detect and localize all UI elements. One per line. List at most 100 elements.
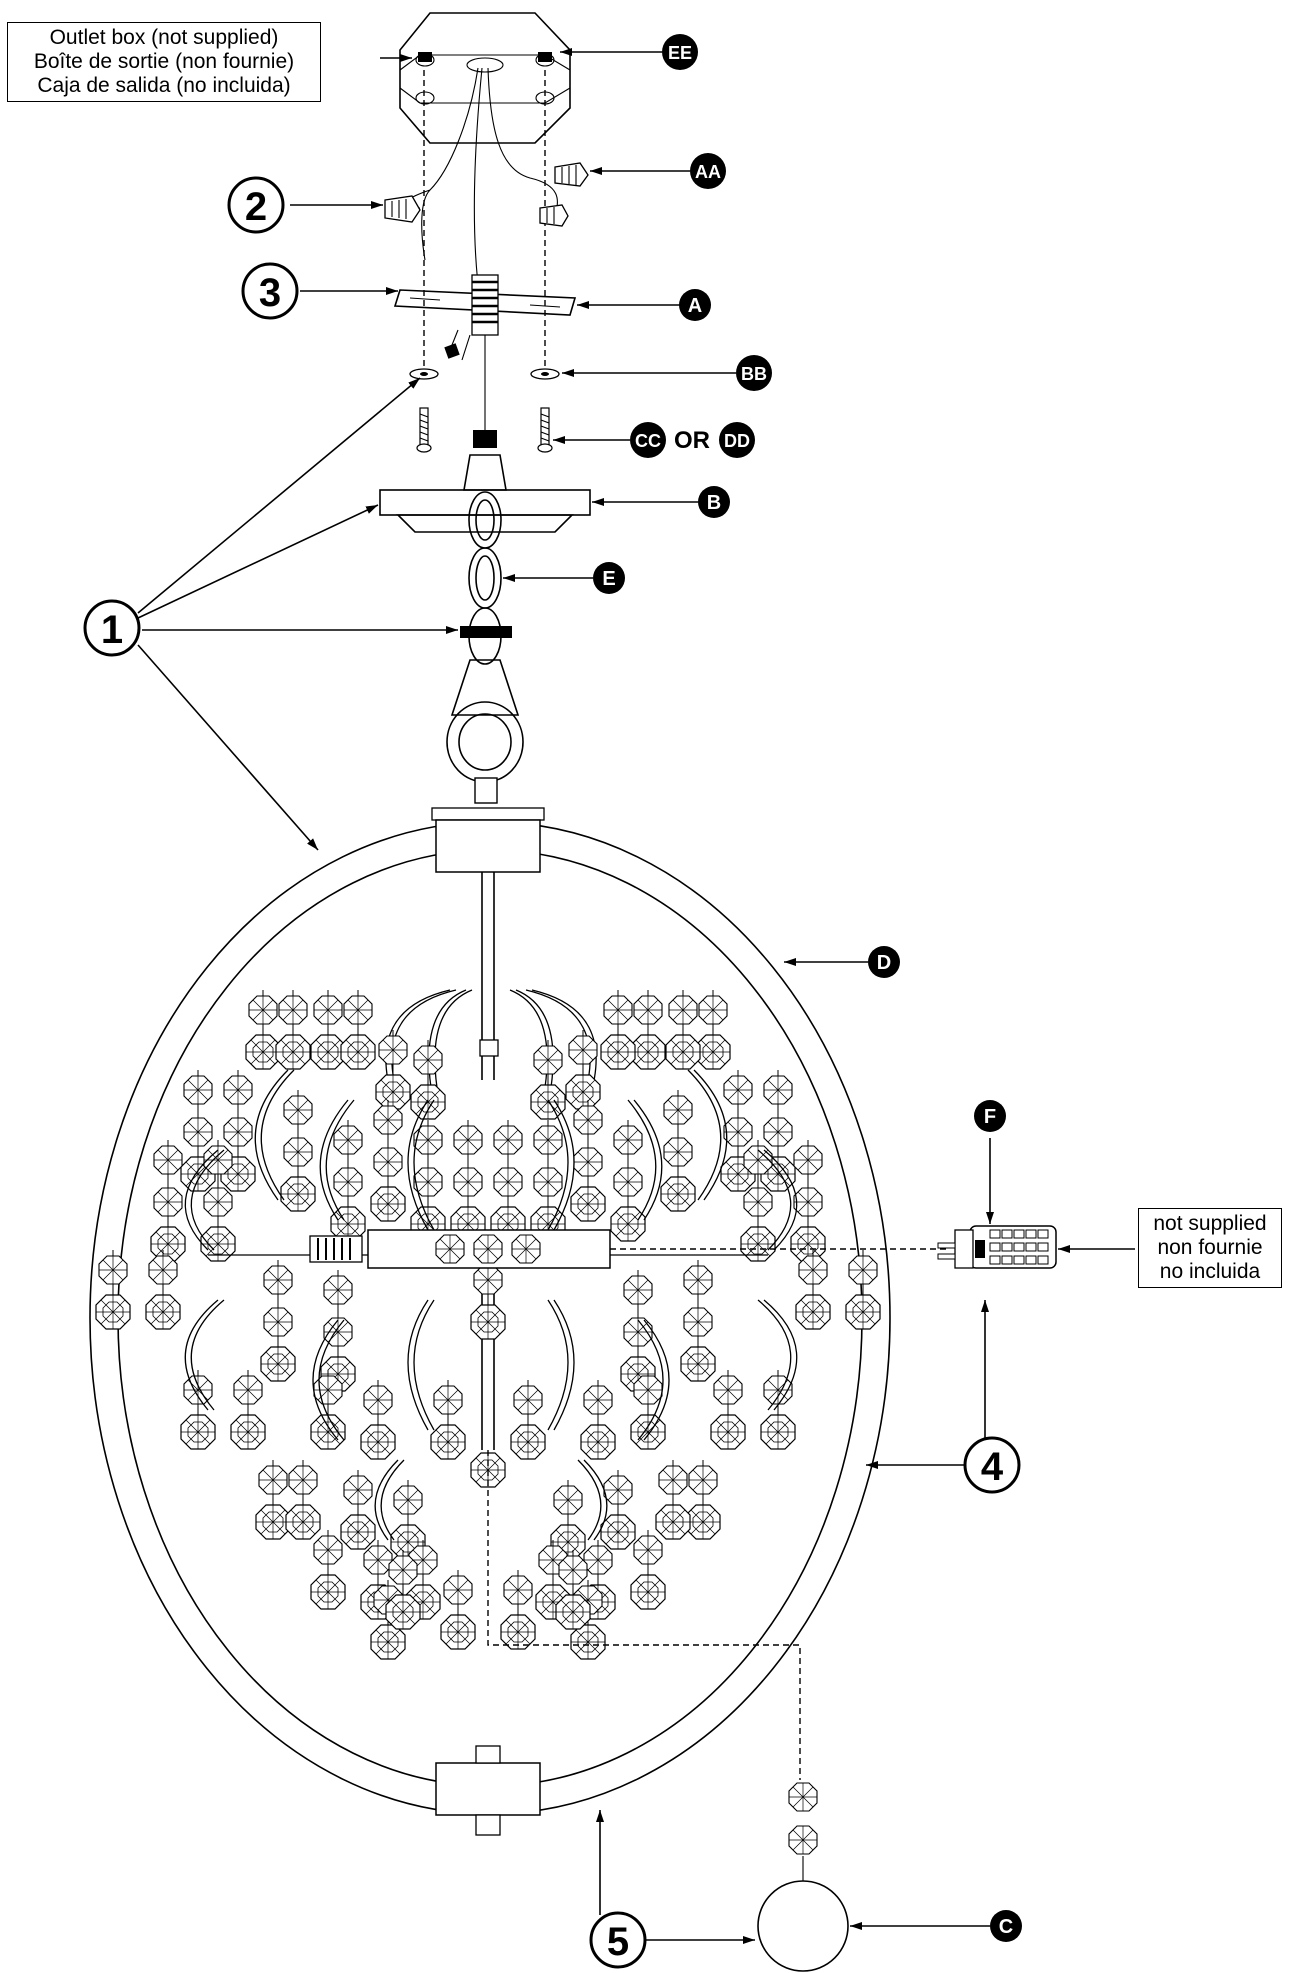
crystal-arm (583, 1459, 608, 1541)
crystal-arm (509, 989, 548, 1101)
socket-bar (309, 1229, 611, 1269)
crystal-arm (693, 1069, 728, 1201)
crystal-prism (610, 1206, 646, 1242)
crystal-prism (743, 1187, 773, 1217)
crystal-cluster (95, 989, 881, 1660)
crystal-prism (630, 1414, 666, 1450)
crystal-prism (443, 1575, 473, 1605)
crystal-arm (687, 1069, 722, 1201)
crystal-prism (613, 1167, 643, 1197)
crystal-prism (698, 995, 728, 1025)
crystal-arm (637, 1319, 664, 1441)
crystal-prism (153, 1145, 183, 1175)
crystal-prism (600, 1514, 636, 1550)
crystal-arm (547, 1099, 569, 1231)
crystal-prism (323, 1275, 353, 1305)
crystal-prism (313, 995, 343, 1025)
callout-f: F (974, 1100, 1006, 1132)
note-line: not supplied (1153, 1212, 1267, 1235)
outlet-box (399, 12, 571, 144)
crystal-prism (573, 1105, 603, 1135)
crystal-prism (310, 1574, 346, 1610)
crystal-prism (555, 1594, 591, 1630)
callout-cc: CC (630, 422, 666, 458)
crystal-prism (583, 1545, 613, 1575)
crystal-arm (184, 1299, 219, 1411)
crystal-arm (184, 1149, 219, 1251)
crystal-prism (223, 1075, 253, 1105)
crystal-arm (260, 1069, 295, 1201)
crystal-prism (323, 1317, 353, 1347)
crystal-prism (285, 1504, 321, 1540)
crystal-prism (663, 1137, 693, 1167)
crystal-prism (680, 1346, 716, 1382)
crystal-prism (660, 1176, 696, 1212)
crystal-prism (683, 1307, 713, 1337)
crystal-prism (848, 1255, 878, 1285)
crystal-prism (793, 1187, 823, 1217)
crystal-arm (547, 1299, 569, 1431)
crystal-prism (360, 1424, 396, 1460)
note-line: Boîte de sortie (non fournie) (33, 50, 295, 73)
crystal-arm (407, 1299, 429, 1431)
svg-text:EE: EE (668, 43, 692, 63)
loop-nut (473, 335, 497, 448)
crystal-arm (633, 1099, 663, 1221)
crystal-prism (510, 1424, 546, 1460)
crystal-prism (363, 1545, 393, 1575)
crystal-prism (378, 1035, 408, 1065)
wire-connector-aa (554, 162, 589, 187)
crystal-prism (260, 1346, 296, 1382)
crystal-prism (413, 1125, 443, 1155)
svg-text:3: 3 (259, 271, 281, 315)
svg-text:1: 1 (101, 608, 123, 652)
crystal-prism (530, 1084, 566, 1120)
crystal-prism (223, 1117, 253, 1147)
crystal-prism (310, 1414, 346, 1450)
crystal-prism (580, 1424, 616, 1460)
crystal-prism (763, 1117, 793, 1147)
crystal-prism (373, 1147, 403, 1177)
crystal-prism (845, 1294, 881, 1330)
washer (409, 368, 560, 380)
crystal-prism (570, 1624, 606, 1660)
crystal-arm (413, 1299, 435, 1431)
crystal-arm (515, 989, 554, 1101)
crystal-prism (710, 1414, 746, 1450)
crystal-prism (565, 1074, 601, 1110)
svg-text:4: 4 (981, 1445, 1004, 1489)
callout-d: D (868, 946, 900, 978)
crystal-prism (370, 1186, 406, 1222)
crystal-prism (533, 1167, 563, 1197)
note-line: Outlet box (not supplied) (49, 26, 279, 49)
mounting-screw (416, 407, 553, 453)
crystal-prism (413, 1045, 443, 1075)
crystal-prism (258, 1465, 288, 1495)
mounting-bracket (393, 274, 577, 361)
crystal-prism (798, 1255, 828, 1285)
crystal-prism (663, 1095, 693, 1125)
crystal-prism (245, 1034, 281, 1070)
crystal-prism (688, 1465, 718, 1495)
svg-text:DD: DD (724, 431, 750, 451)
crystal-prism (283, 1137, 313, 1167)
crystal-prism (470, 1304, 506, 1340)
callout-ee: EE (662, 34, 698, 70)
crystal-prism (180, 1414, 216, 1450)
crystal-prism (183, 1117, 213, 1147)
chain (446, 454, 524, 804)
crystal-prism (248, 995, 278, 1025)
crystal-prism (623, 1275, 653, 1305)
crystal-prism (500, 1614, 536, 1650)
crystal-prism (573, 1147, 603, 1177)
crystal-prism (603, 995, 633, 1025)
crystal-arm (325, 1099, 355, 1221)
crystal-prism (453, 1125, 483, 1155)
crystal-prism (533, 1045, 563, 1075)
crystal-prism (633, 1375, 663, 1405)
crystal-prism (760, 1414, 796, 1450)
note-line: no incluida (1159, 1260, 1261, 1283)
svg-text:AA: AA (695, 162, 721, 182)
crystal-arm (190, 1299, 225, 1411)
crystal-prism (630, 1574, 666, 1610)
